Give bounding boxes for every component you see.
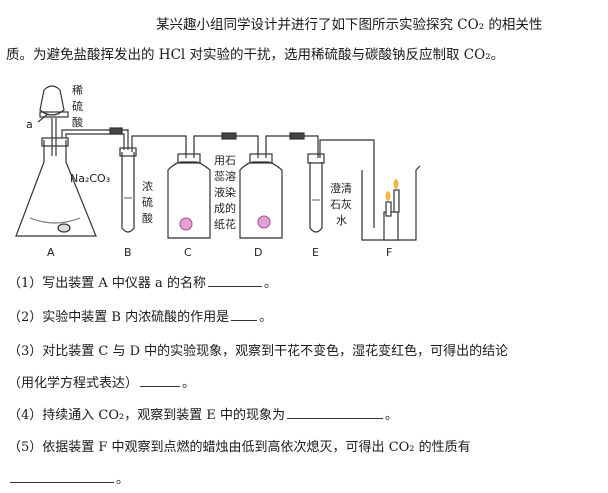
- flower-d: [257, 215, 271, 229]
- b-label-1: 浓: [142, 180, 153, 193]
- flame-low: [385, 191, 391, 201]
- intro-line-2: 质。为避免盐酸挥发出的 HCl 对实验的干扰，选用稀硫酸与碳酸钠反应制取 CO₂…: [6, 47, 505, 63]
- cd-label-2: 蕊溶: [214, 169, 236, 183]
- question-1: （1）写出装置 A 中仪器 a 的名称。: [8, 274, 277, 291]
- funnel-label-3: 酸: [72, 115, 83, 129]
- flame-high: [393, 179, 399, 189]
- b-label-3: 酸: [142, 211, 153, 225]
- answer-blank-2[interactable]: [231, 308, 258, 321]
- apparatus-figure: a 稀 硫 酸 Na₂CO₃ 浓 硫 酸 用石 蕊溶 液染 成的 纸花 澄清 石…: [15, 84, 421, 259]
- problem-intro: 某兴趣小组同学设计并进行了如下图所示实验探究 CO₂ 的相关性 质。为避免盐酸挥…: [6, 10, 602, 70]
- funnel-label-1: 稀: [72, 84, 83, 97]
- question-5-cont: 。: [8, 468, 129, 487]
- funnel-stopcock: [39, 111, 69, 118]
- flower-c: [179, 217, 193, 231]
- e-label-3: 水: [336, 214, 347, 227]
- question-5: （5）依据装置 F 中观察到点燃的蜡烛由低到高依次熄灭，可得出 CO₂ 的性质有: [8, 440, 471, 455]
- answer-blank-4[interactable]: [286, 406, 383, 419]
- cd-label-5: 纸花: [214, 218, 236, 231]
- cd-label-4: 成的: [214, 201, 236, 215]
- flask-label: Na₂CO₃: [70, 172, 110, 185]
- letter-a: A: [47, 246, 55, 259]
- question-4: （4）持续通入 CO₂，观察到装置 E 中的现象为。: [8, 406, 398, 423]
- answer-blank-3[interactable]: [140, 374, 181, 387]
- question-2: （2）实验中装置 B 内浓硫酸的作用是。: [8, 308, 273, 325]
- tube-b: [121, 152, 135, 233]
- letter-c: C: [184, 246, 192, 259]
- bottle-d: [239, 161, 283, 239]
- letter-e: E: [312, 246, 319, 259]
- cd-label-1: 用石: [214, 154, 236, 167]
- bottle-c: [167, 161, 211, 239]
- question-3: （3）对比装置 C 与 D 中的实验现象，观察到干花不变色，湿花变红色，可得出的…: [8, 344, 509, 359]
- answer-blank-1[interactable]: [207, 274, 262, 287]
- tube-e: [309, 162, 323, 233]
- letter-b: B: [124, 246, 132, 259]
- question-3-cont: （用化学方程式表达）。: [8, 374, 196, 391]
- funnel-bulb: [39, 85, 65, 116]
- cd-label-3: 液染: [214, 185, 236, 199]
- letter-f: F: [386, 246, 392, 259]
- flask-stopper: [41, 137, 69, 147]
- b-label-2: 硫: [142, 195, 153, 209]
- flask-a: [15, 140, 97, 237]
- intro-line-1: 某兴趣小组同学设计并进行了如下图所示实验探究 CO₂ 的相关性: [156, 17, 543, 33]
- answer-blank-5[interactable]: [10, 470, 114, 483]
- e-label-1: 澄清: [330, 181, 352, 195]
- letter-d: D: [254, 246, 262, 259]
- label-a: a: [26, 118, 33, 131]
- funnel-label-2: 硫: [72, 99, 83, 113]
- e-label-2: 石灰: [330, 197, 352, 211]
